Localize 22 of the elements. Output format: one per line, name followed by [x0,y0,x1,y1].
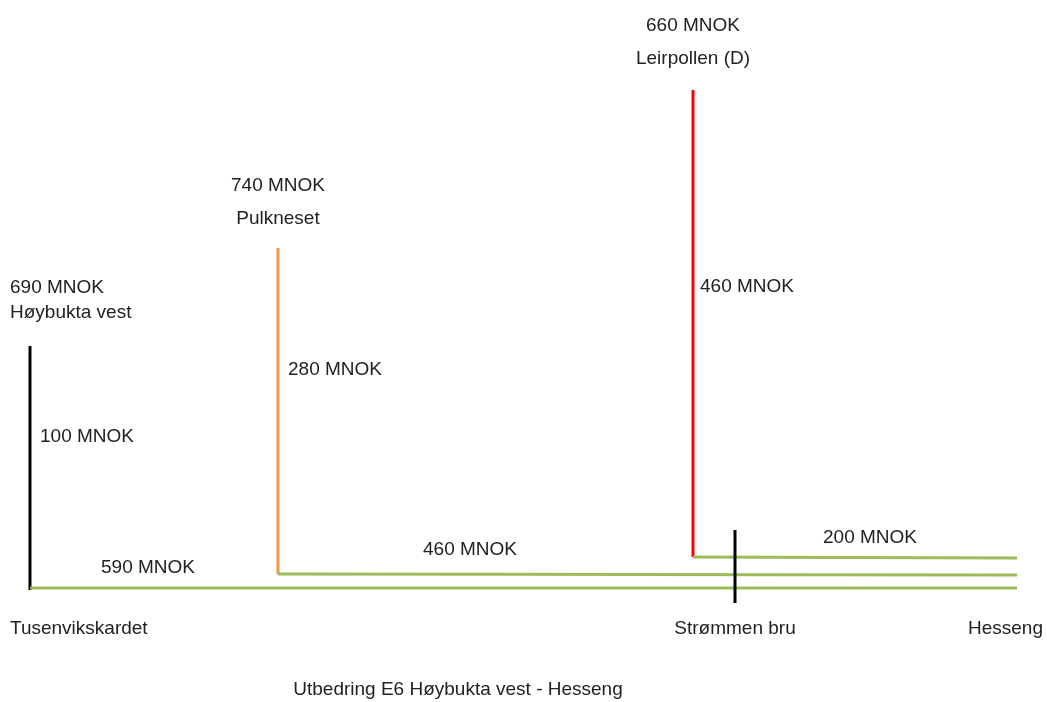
edge-label: 590 MNOK [101,556,195,578]
place-name: Tusenvikskardet [10,617,148,640]
route-line [28,346,32,590]
route-line [278,572,1017,577]
edge-label: 200 MNOK [823,526,917,548]
place-name: Leirpollen (D) [635,46,750,70]
route-line [276,248,280,574]
edge-label: 280 MNOK [288,358,382,380]
caption: Utbedring E6 Høybukta vest - Hesseng [293,678,623,700]
route-line [30,586,1017,590]
cost-label: 690 MNOK [10,276,104,299]
edge-label: 460 MNOK [700,275,794,297]
place-name: Hesseng [968,617,1043,640]
edge-label: 460 MNOK [423,538,517,560]
route-line [693,555,1017,560]
place-name: Strømmen bru [674,617,796,640]
cost-label: 660 MNOK [646,14,740,37]
cost-label: 740 MNOK [231,174,325,197]
route-line [691,90,695,557]
place-name: Høybukta vest [10,300,132,324]
place-name: Pulkneset [236,206,320,230]
edge-label: 100 MNOK [40,425,134,447]
